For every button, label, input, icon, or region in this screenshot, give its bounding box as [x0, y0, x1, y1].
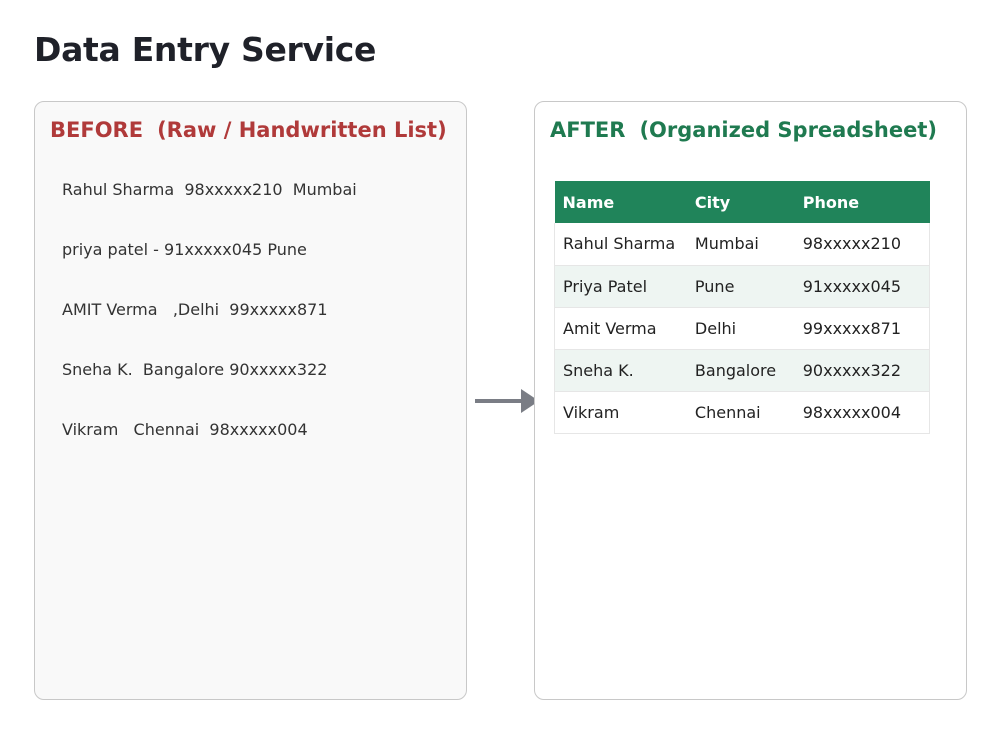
cell-phone: 91xxxxx045	[794, 265, 930, 308]
cell-phone: 90xxxxx322	[794, 349, 930, 392]
cell-name: Rahul Sharma	[553, 223, 687, 266]
after-label: AFTER	[550, 118, 626, 142]
raw-list-item: AMIT Verma ,Delhi 99xxxxx871	[62, 300, 328, 319]
before-label: BEFORE	[50, 118, 144, 142]
table-row: Sneha K. Bangalore 90xxxxx322	[553, 349, 930, 392]
column-header-city: City	[686, 181, 795, 223]
cell-name: Sneha K.	[553, 349, 687, 392]
column-header-phone: Phone	[794, 181, 930, 223]
after-panel: AFTER (Organized Spreadsheet) Name City P…	[534, 101, 967, 700]
cell-phone: 99xxxxx871	[794, 307, 930, 350]
before-subtitle: (Raw / Handwritten List)	[157, 118, 447, 142]
cell-city: Delhi	[686, 307, 795, 350]
arrow-right-icon	[475, 389, 539, 413]
table-row: Rahul Sharma Mumbai 98xxxxx210	[553, 223, 930, 266]
cell-name: Amit Verma	[553, 307, 687, 350]
table-row: Vikram Chennai 98xxxxx004	[553, 391, 930, 434]
table-header-row: Name City Phone	[554, 181, 930, 223]
after-subtitle: (Organized Spreadsheet)	[639, 118, 937, 142]
cell-city: Chennai	[686, 391, 795, 434]
table-row: Amit Verma Delhi 99xxxxx871	[553, 307, 930, 350]
before-panel-title: BEFORE (Raw / Handwritten List)	[50, 118, 447, 142]
raw-list-item: Vikram Chennai 98xxxxx004	[62, 420, 308, 439]
cell-city: Mumbai	[686, 223, 795, 266]
page-title: Data Entry Service	[34, 30, 377, 69]
after-panel-title: AFTER (Organized Spreadsheet)	[550, 118, 937, 142]
cell-city: Bangalore	[686, 349, 795, 392]
cell-name: Priya Patel	[553, 265, 687, 308]
cell-phone: 98xxxxx004	[794, 391, 930, 434]
cell-name: Vikram	[553, 391, 687, 434]
column-header-name: Name	[554, 181, 687, 223]
raw-list-item: Sneha K. Bangalore 90xxxxx322	[62, 360, 328, 379]
cell-phone: 98xxxxx210	[794, 223, 930, 266]
cell-city: Pune	[686, 265, 795, 308]
raw-list: Rahul Sharma 98xxxxx210 Mumbai priya pat…	[62, 180, 357, 480]
before-panel: BEFORE (Raw / Handwritten List) Rahul Sha…	[34, 101, 467, 700]
table-row: Priya Patel Pune 91xxxxx045	[553, 265, 930, 308]
raw-list-item: priya patel - 91xxxxx045 Pune	[62, 240, 307, 259]
raw-list-item: Rahul Sharma 98xxxxx210 Mumbai	[62, 180, 357, 199]
spreadsheet-table: Name City Phone Rahul Sharma Mumbai 98xx…	[553, 181, 930, 434]
